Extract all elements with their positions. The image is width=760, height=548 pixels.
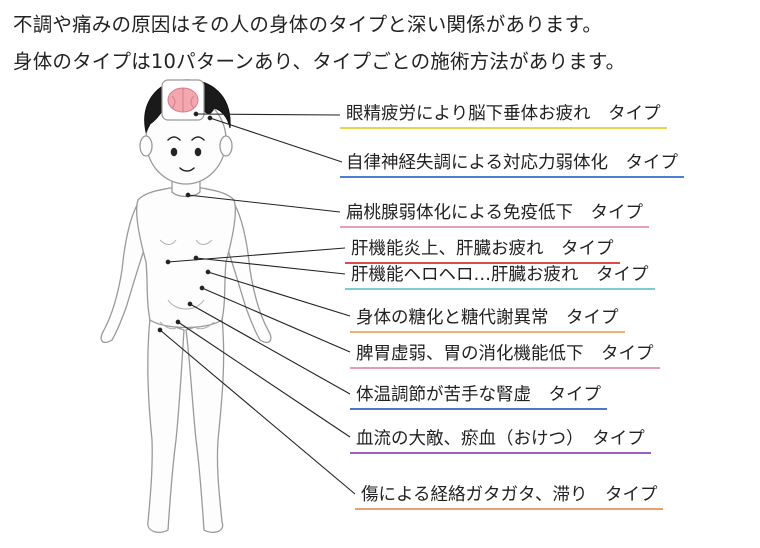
- pointer-line-8: [189, 303, 351, 395]
- type-label-8: 体温調節が苦手な腎虚 タイプ: [350, 384, 607, 410]
- left-arm: [100, 199, 145, 344]
- intro-line-1: 不調や痛みの原因はその人の身体のタイプと深い関係があります。: [13, 13, 603, 36]
- type-label-2: 自律神経失調による対応力弱体化 タイプ: [340, 152, 684, 178]
- body-details: [159, 239, 215, 330]
- pointer-line-5: [195, 257, 346, 275]
- pointer-line-1: [195, 113, 341, 116]
- type-label-6: 身体の糖化と糖代謝異常 タイプ: [350, 307, 625, 333]
- intro-line-2: 身体のタイプは10パターンあり、タイプごとの施術方法があります。: [13, 50, 626, 73]
- pointer-dot-9: [175, 319, 181, 325]
- type-label-10: 傷による経絡ガタガタ、滞り タイプ: [355, 484, 664, 510]
- torso: [136, 187, 236, 329]
- right-arm: [227, 199, 272, 344]
- left-ear: [139, 135, 153, 157]
- pointer-dot-1: [193, 111, 199, 117]
- type-label-3: 扁桃腺弱体化による免疫低下 タイプ: [340, 202, 649, 228]
- pointer-dot-10: [157, 327, 163, 333]
- right-ear: [219, 135, 233, 157]
- type-label-5: 肝機能ヘロヘロ…肝臓お疲れ タイプ: [345, 264, 655, 290]
- pointer-line-6: [207, 271, 351, 317]
- pointer-dot-6: [205, 269, 211, 275]
- right-leg: [185, 317, 225, 533]
- type-label-7: 脾胃虚弱、胃の消化機能低下 タイプ: [350, 343, 660, 369]
- pointer-line-2: [209, 117, 343, 163]
- left-leg: [147, 317, 185, 533]
- pointer-line-10: [159, 329, 356, 495]
- child-figure: [100, 95, 272, 533]
- pointer-lines: [157, 111, 356, 495]
- face: [167, 136, 205, 172]
- pointer-dot-7: [199, 285, 205, 291]
- pointer-dot-2: [207, 115, 213, 121]
- pointer-line-7: [201, 287, 351, 353]
- pointer-dot-8: [187, 301, 193, 307]
- pointer-line-3: [187, 194, 341, 213]
- pointer-dot-5: [193, 255, 199, 261]
- pointer-line-9: [177, 321, 351, 438]
- pointer-dot-3: [185, 192, 191, 198]
- pointer-dot-4: [165, 259, 171, 265]
- brain-icon: [161, 79, 205, 121]
- type-label-1: 眼精疲労により脳下垂体お疲れ タイプ: [340, 103, 667, 129]
- type-label-9: 血流の大敵、瘀血（おけつ） タイプ: [350, 428, 651, 454]
- type-label-4: 肝機能炎上、肝臓お疲れ タイプ: [345, 238, 620, 264]
